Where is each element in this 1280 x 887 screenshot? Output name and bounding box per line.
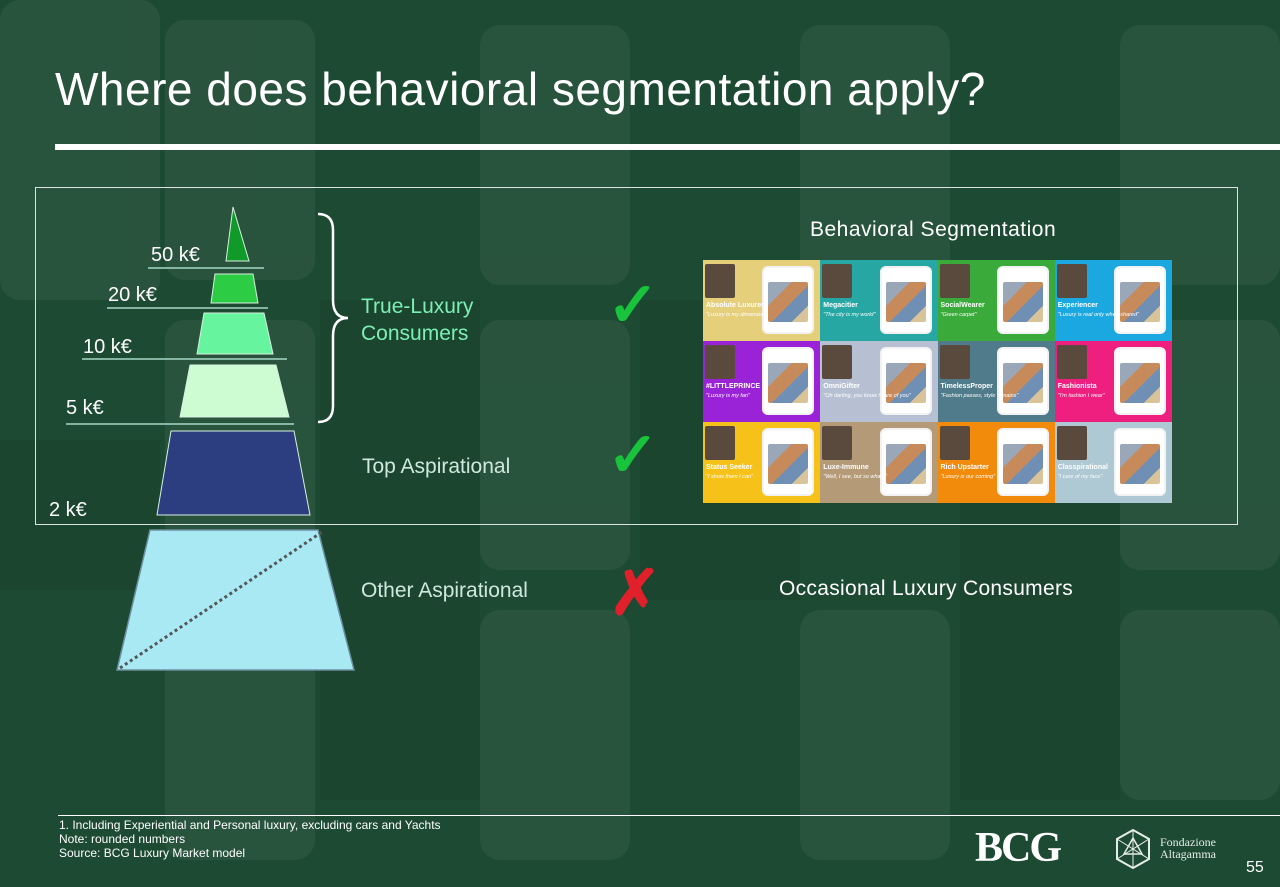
segment-tagline: "Oh darling, you know I care of you" <box>823 393 911 399</box>
persona-photo-icon <box>939 345 970 379</box>
altagamma-wordmark: Fondazione Altagamma <box>1160 836 1216 860</box>
segment-name: Classpirational <box>1057 464 1108 471</box>
segment-tagline: "Luxury is our coming" <box>940 474 996 480</box>
collage-card-icon <box>996 347 1049 415</box>
persona-photo-icon <box>1056 426 1087 460</box>
segment-tagline: "I show them I can" <box>706 474 754 480</box>
pyramid-diagonal <box>119 530 323 670</box>
segment-name: Absolute Luxurer <box>706 302 764 309</box>
pyramid-tier-base <box>116 529 355 671</box>
persona-photo-icon <box>705 345 735 379</box>
segment-name: SocialWearer <box>940 302 985 309</box>
segment-name: TimelessProper <box>940 383 993 390</box>
segment-top-aspirational: Top Aspirational <box>362 455 511 478</box>
segment-card: #LITTLEPRINCE "Luxury is my fan" <box>703 341 821 422</box>
tier-label-5k: 5 k€ <box>66 397 104 419</box>
check-icon-true-luxury: ✓ <box>607 271 659 340</box>
footnote-note: Note: rounded numbers <box>59 832 186 846</box>
collage-card-icon <box>1114 347 1166 415</box>
segment-other-aspirational: Other Aspirational <box>361 579 528 602</box>
segment-tagline: "Fashion passes, style remains" <box>940 393 1019 399</box>
altagamma-logo-icon <box>1116 828 1150 870</box>
collage-card-icon <box>1114 428 1166 496</box>
footnote-source: Source: BCG Luxury Market model <box>59 846 246 860</box>
occasional-luxury-label: Occasional Luxury Consumers <box>779 577 1074 600</box>
segment-name: Rich Upstarter <box>940 464 989 471</box>
persona-photo-icon <box>939 264 970 298</box>
collage-card-icon <box>762 266 815 334</box>
segment-card: Status Seeker "I show them I can" <box>703 422 821 503</box>
segment-card: SocialWearer "Green carpet" <box>937 260 1055 341</box>
segment-name: OmniGifter <box>823 383 860 390</box>
tier-label-50k: 50 k€ <box>151 244 200 266</box>
wealth-pyramid <box>66 206 355 671</box>
pyramid-tier-top <box>225 206 250 262</box>
segment-card: TimelessProper "Fashion passes, style rem… <box>937 341 1055 422</box>
segment-card: OmniGifter "Oh darling, you know I care o… <box>820 341 938 422</box>
title-underline <box>55 144 1280 150</box>
collage-card-icon <box>996 428 1049 496</box>
segment-tagline: "The city is my world" <box>823 312 876 318</box>
persona-photo-icon <box>705 264 735 298</box>
collage-card-icon <box>762 347 815 415</box>
segment-card: Megacitier "The city is my world" <box>820 260 938 341</box>
segment-card: Absolute Luxurer "Luxury is my dimension" <box>703 260 821 341</box>
segment-tagline: "I'm fashion I wear" <box>1057 393 1105 399</box>
tier-label-2k: 2 k€ <box>49 499 87 521</box>
footnote-1: 1. Including Experiential and Personal l… <box>59 818 441 832</box>
altagamma-line-1: Fondazione <box>1160 835 1216 849</box>
collage-card-icon <box>996 266 1049 334</box>
footnotes: 1. Including Experiential and Personal l… <box>59 818 441 860</box>
pyramid-tier-2 <box>210 273 259 304</box>
segment-card: Rich Upstarter "Luxury is our coming" <box>937 422 1055 503</box>
segment-tagline: "Green carpet" <box>940 312 977 318</box>
segment-name: Megacitier <box>823 302 858 309</box>
segment-tagline: "Luxury is my fan" <box>706 393 750 399</box>
segment-card: Fashionista "I'm fashion I wear" <box>1054 341 1172 422</box>
segment-name: Status Seeker <box>706 464 753 471</box>
collage-card-icon <box>879 347 932 415</box>
segment-card: Classpirational "I care of my face" <box>1054 422 1172 503</box>
segment-tagline: "Well, I see, but so what?" <box>823 474 887 480</box>
segment-name: #LITTLEPRINCE <box>706 383 761 390</box>
segment-name: Fashionista <box>1057 383 1097 390</box>
segment-tagline: "Luxury is real only when shared" <box>1057 312 1140 318</box>
behavioral-segment-grid: Absolute Luxurer "Luxury is my dimension"… <box>703 260 1172 503</box>
check-icon-top-aspirational: ✓ <box>607 421 659 490</box>
persona-photo-icon <box>822 426 853 460</box>
segment-card: Luxe-Immune "Well, I see, but so what?" <box>820 422 938 503</box>
bcg-logo: BCG <box>975 825 1062 871</box>
collage-card-icon <box>879 428 932 496</box>
altagamma-line-2: Altagamma <box>1160 847 1216 861</box>
persona-photo-icon <box>705 426 735 460</box>
collage-card-icon <box>1114 266 1166 334</box>
footnote-divider <box>58 815 1280 816</box>
segment-name: Luxe-Immune <box>823 464 869 471</box>
cross-icon-other-aspirational: ✗ <box>609 559 661 628</box>
behavioral-segmentation-title: Behavioral Segmentation <box>810 218 1057 241</box>
page-title: Where does behavioral segmentation apply… <box>55 63 986 115</box>
segment-true-luxury: True-Luxury Consumers <box>361 295 474 345</box>
segment-tagline: "Luxury is my dimension" <box>706 312 768 318</box>
true-luxury-brace <box>317 212 349 424</box>
tier-label-10k: 10 k€ <box>83 336 132 358</box>
segmentation-frame <box>35 187 1238 525</box>
collage-card-icon <box>879 266 932 334</box>
persona-photo-icon <box>1056 345 1087 379</box>
collage-card-icon <box>762 428 815 496</box>
pyramid-tier-5 <box>156 430 311 516</box>
pyramid-tier-4 <box>179 364 290 418</box>
persona-photo-icon <box>822 345 853 379</box>
persona-photo-icon <box>822 264 853 298</box>
page-number: 55 <box>1246 859 1264 876</box>
persona-photo-icon <box>1056 264 1087 298</box>
segment-card: Experiencer "Luxury is real only when sha… <box>1054 260 1172 341</box>
segment-tagline: "I care of my face" <box>1057 474 1103 480</box>
segment-name: Experiencer <box>1057 302 1098 309</box>
tier-label-20k: 20 k€ <box>108 284 157 306</box>
persona-photo-icon <box>939 426 970 460</box>
pyramid-tier-3 <box>196 312 274 355</box>
